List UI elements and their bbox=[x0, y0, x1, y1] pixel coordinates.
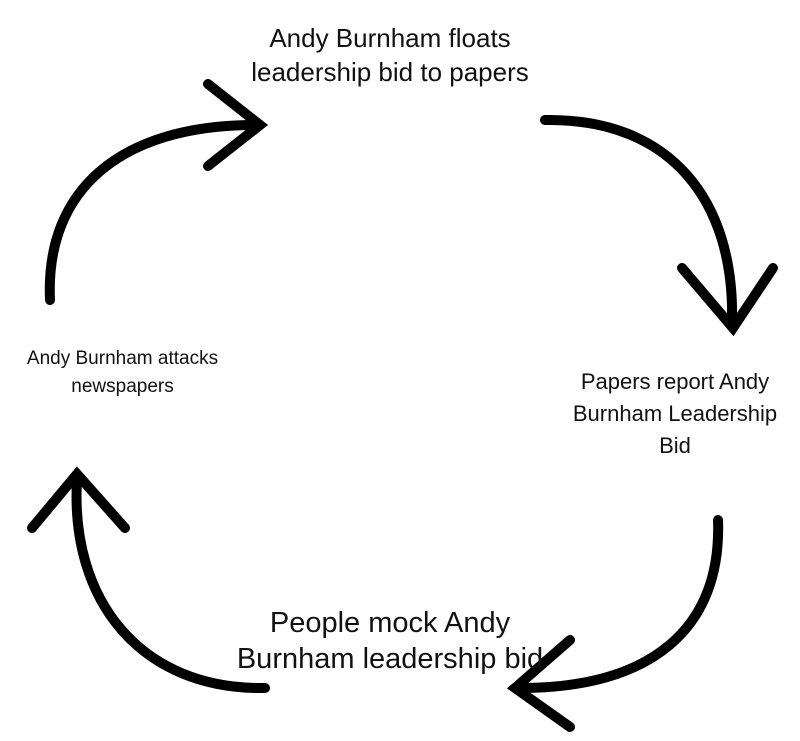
arrow-top-to-right bbox=[540, 114, 778, 337]
arrow-right-to-bottom bbox=[506, 515, 724, 732]
step-top: Andy Burnham floats leadership bid to pa… bbox=[251, 23, 529, 87]
step-bottom: People mock Andy Burnham leadership bid bbox=[236, 607, 544, 676]
step-left: Andy Burnham attacks newspapers bbox=[26, 348, 219, 397]
step-right: Papers report Andy Burnham Leadership Bi… bbox=[572, 369, 778, 458]
arrow-bottom-to-left bbox=[27, 466, 270, 694]
arrow-left-to-top bbox=[44, 79, 269, 305]
